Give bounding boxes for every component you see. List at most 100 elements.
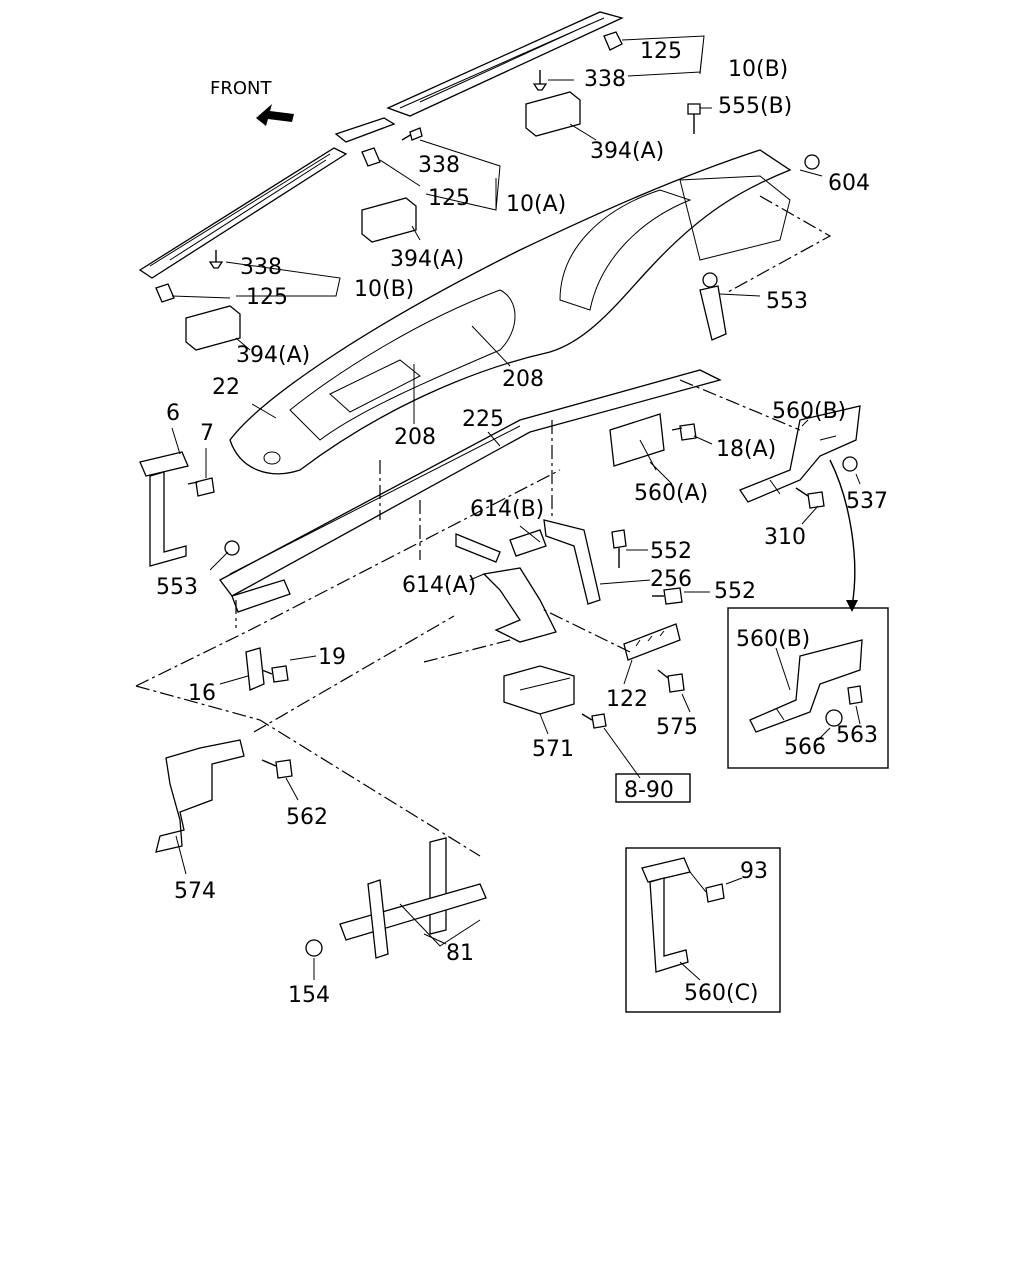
callout-604[interactable]: 604: [828, 171, 870, 196]
bracket-560a: [609, 413, 665, 471]
bolt-310-icon: [795, 487, 825, 509]
callout-563[interactable]: 563: [836, 723, 878, 748]
callout-566[interactable]: 566: [784, 735, 826, 760]
screw-338-left-icon: [208, 250, 224, 269]
bracket-81: [339, 837, 487, 959]
stay-553-right: [699, 272, 727, 341]
callout-560a[interactable]: 560(A): [634, 481, 708, 506]
callout-310[interactable]: 310: [764, 525, 806, 550]
callout-552-top[interactable]: 552: [650, 539, 692, 564]
callout-16[interactable]: 16: [188, 681, 216, 706]
bracket-560b: [739, 405, 861, 503]
callout-552-bot[interactable]: 552: [714, 579, 756, 604]
bolt-575-icon: [657, 669, 685, 693]
callout-338-mid[interactable]: 338: [418, 153, 460, 178]
bracket-16: [245, 647, 265, 691]
callout-225[interactable]: 225: [462, 407, 504, 432]
callout-208-left[interactable]: 208: [394, 425, 436, 450]
callout-614a[interactable]: 614(A): [402, 573, 476, 598]
callout-553-right[interactable]: 553: [766, 289, 808, 314]
bolt-555b-icon: [687, 103, 701, 134]
callout-10b-left[interactable]: 10(B): [354, 277, 414, 302]
callout-560c[interactable]: 560(C): [684, 981, 759, 1006]
bracket-394a-mid: [361, 197, 417, 243]
bracket-6: [139, 451, 189, 567]
callout-338-top[interactable]: 338: [584, 67, 626, 92]
callout-labels: 125 10(B) 338 555(B) 394(A) 338 125 10(A…: [156, 39, 888, 1008]
callout-125-left[interactable]: 125: [246, 285, 288, 310]
pocket-571: [503, 665, 575, 715]
clip-125-top: [603, 31, 623, 51]
callout-154[interactable]: 154: [288, 983, 330, 1008]
front-arrow-icon: [256, 104, 294, 126]
callout-394a-top[interactable]: 394(A): [590, 139, 664, 164]
screw-571-icon: [581, 713, 607, 729]
callout-10b-top[interactable]: 10(B): [728, 57, 788, 82]
callout-81[interactable]: 81: [446, 941, 474, 966]
screw-338-top-icon: [532, 70, 548, 91]
nut-154-icon: [305, 939, 323, 957]
switch-bracket-122: [623, 623, 681, 661]
callout-614b[interactable]: 614(B): [470, 497, 544, 522]
screw-338-mid-icon: [401, 127, 423, 141]
callout-125-top[interactable]: 125: [640, 39, 682, 64]
reference-box-label[interactable]: 8-90: [624, 778, 674, 803]
callout-537[interactable]: 537: [846, 489, 888, 514]
callout-571[interactable]: 571: [532, 737, 574, 762]
nut-553-left-icon: [224, 540, 240, 556]
reference-box: [615, 773, 691, 803]
nut-537-icon: [842, 456, 858, 472]
nut-604-icon: [804, 154, 820, 170]
callout-338-left[interactable]: 338: [240, 255, 282, 280]
callout-394a-left[interactable]: 394(A): [236, 343, 310, 368]
defroster-grille-assemblies: [138, 11, 624, 351]
callout-18a[interactable]: 18(A): [716, 437, 776, 462]
instrument-panel-22: [229, 149, 792, 475]
bolt-7-icon: [187, 477, 215, 497]
callout-19[interactable]: 19: [318, 645, 346, 670]
bracket-394a-top: [525, 91, 581, 137]
callout-555b[interactable]: 555(B): [718, 94, 792, 119]
detail-inset-560b: [727, 607, 889, 769]
callout-256[interactable]: 256: [650, 567, 692, 592]
detail-leader: [829, 459, 856, 607]
callout-93[interactable]: 93: [740, 859, 768, 884]
callout-125-mid[interactable]: 125: [428, 186, 470, 211]
callout-10a[interactable]: 10(A): [506, 192, 566, 217]
front-direction-indicator: FRONT: [210, 78, 294, 126]
callout-574[interactable]: 574: [174, 879, 216, 904]
callout-22[interactable]: 22: [212, 375, 240, 400]
callout-553-left[interactable]: 553: [156, 575, 198, 600]
callout-575[interactable]: 575: [656, 715, 698, 740]
bolt-552-top-icon: [611, 529, 627, 568]
callout-122[interactable]: 122: [606, 687, 648, 712]
grille-10a: [334, 117, 396, 143]
assembly-centerlines: [135, 195, 832, 857]
bracket-614b: [509, 519, 601, 605]
clip-125-mid: [361, 147, 381, 167]
screw-19-icon: [261, 665, 289, 683]
callout-7[interactable]: 7: [200, 421, 214, 446]
callout-394a-mid[interactable]: 394(A): [390, 247, 464, 272]
grommet-566-icon: [825, 709, 843, 727]
leader-lines: [171, 35, 861, 980]
detail-inset-560c: [625, 847, 781, 1013]
bolt-562-icon: [261, 759, 293, 779]
callout-560b-inset[interactable]: 560(B): [736, 627, 810, 652]
bracket-256: [482, 567, 557, 643]
clip-563-icon: [847, 685, 863, 705]
clip-125-left: [155, 283, 175, 303]
callout-208-right[interactable]: 208: [502, 367, 544, 392]
callout-562[interactable]: 562: [286, 805, 328, 830]
callout-560b-top[interactable]: 560(B): [772, 399, 846, 424]
bolt-18a-icon: [671, 423, 697, 441]
callout-6[interactable]: 6: [166, 401, 180, 426]
bracket-394a-left: [185, 305, 241, 351]
bracket-574: [155, 739, 245, 853]
reinforcement-225: [219, 369, 722, 613]
bolt-552-bot-icon: [652, 587, 683, 605]
bolt-93-icon: [705, 883, 725, 903]
bracket-614a: [455, 533, 501, 563]
